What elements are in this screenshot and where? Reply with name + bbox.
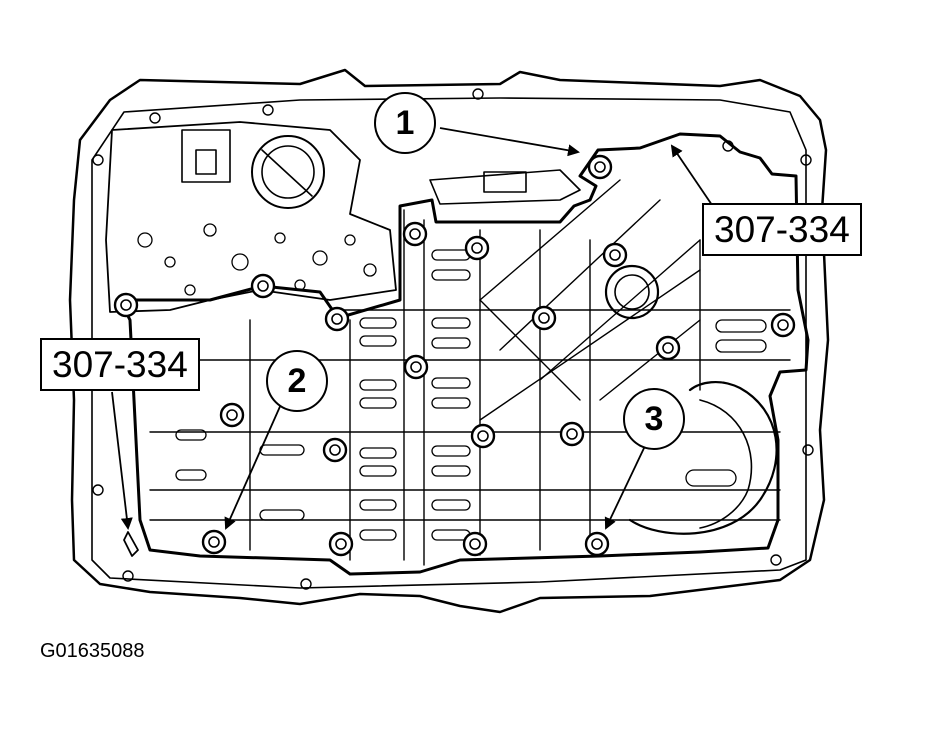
leader-arrow-2	[224, 401, 283, 530]
bolt	[470, 423, 496, 449]
bolt	[219, 402, 245, 428]
bolt	[113, 292, 139, 318]
bolt	[328, 531, 354, 557]
bolt	[587, 154, 613, 180]
callout-3: 3	[623, 388, 685, 450]
bolt	[324, 306, 350, 332]
leader-arrow-left-label	[111, 391, 133, 530]
bolt	[201, 529, 227, 555]
valve-body-outline	[118, 132, 810, 576]
bolt	[462, 531, 488, 557]
bolt	[770, 312, 796, 338]
callout-2: 2	[266, 350, 328, 412]
leader-arrow-1	[439, 127, 580, 157]
bolt	[602, 242, 628, 268]
bolt	[322, 437, 348, 463]
bolt	[402, 221, 428, 247]
leader-arrow-3	[604, 445, 646, 530]
part-label-top-right: 307-334	[702, 203, 862, 256]
accumulator-ring	[604, 264, 660, 320]
bolt	[655, 335, 681, 361]
bolt-set	[113, 154, 796, 557]
case-inner-outline	[91, 97, 807, 589]
bolt	[531, 305, 557, 331]
bolt	[403, 354, 429, 380]
left-plate	[105, 121, 397, 313]
bolt	[584, 531, 610, 557]
leader-arrow-top-label	[670, 144, 713, 206]
bolt	[464, 235, 490, 261]
bolt	[250, 273, 276, 299]
servo-arc	[628, 381, 778, 535]
bolt	[559, 421, 585, 447]
case-outline	[68, 68, 830, 614]
figure-id: G01635088	[40, 640, 145, 662]
callout-1: 1	[374, 92, 436, 154]
part-label-left: 307-334	[40, 338, 200, 391]
